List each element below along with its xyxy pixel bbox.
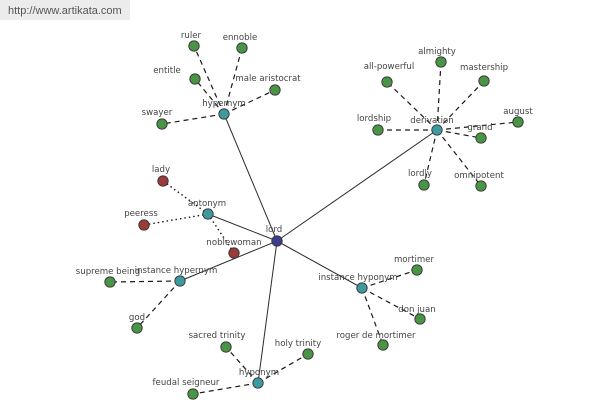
node-lordship[interactable] bbox=[372, 124, 384, 136]
label-holy-trinity: holy trinity bbox=[275, 339, 322, 349]
node-god[interactable] bbox=[131, 322, 143, 334]
node-holy-trinity[interactable] bbox=[302, 348, 314, 360]
edge-derivation-august bbox=[436, 121, 519, 131]
node-mastership[interactable] bbox=[478, 75, 490, 87]
node-relation-derivation[interactable] bbox=[431, 124, 443, 136]
edge-hypernym-ruler bbox=[193, 45, 225, 115]
node-grand[interactable] bbox=[475, 132, 487, 144]
node-don-juan[interactable] bbox=[414, 313, 426, 325]
edge-derivation-mastership bbox=[436, 80, 485, 131]
edge-hypernym-swayer bbox=[161, 113, 225, 125]
node-omnipotent[interactable] bbox=[475, 180, 487, 192]
label-peeress: peeress bbox=[124, 209, 158, 219]
label-august: august bbox=[503, 107, 533, 117]
node-lady[interactable] bbox=[157, 175, 169, 187]
node-male-aristocrat[interactable] bbox=[269, 84, 281, 96]
label-feudal-seigneur: feudal seigneur bbox=[153, 378, 220, 388]
edge-hypernym-entitle bbox=[194, 78, 225, 115]
label-lordship: lordship bbox=[357, 114, 391, 124]
node-noblewoman[interactable] bbox=[228, 247, 240, 259]
label-mastership: mastership bbox=[460, 63, 508, 73]
label-relation-hyponym: hyponym bbox=[239, 368, 279, 378]
label-swayer: swayer bbox=[142, 108, 173, 118]
node-feudal-seigneur[interactable] bbox=[187, 388, 199, 400]
label-sacred-trinity: sacred trinity bbox=[189, 331, 246, 341]
edge-hypernym-ennoble bbox=[223, 47, 243, 115]
label-relation-derivation: derivation bbox=[410, 116, 453, 126]
edge-hypernym-male-aristocrat bbox=[223, 89, 276, 115]
edge-hyponym-feudal-seigneur bbox=[192, 382, 259, 395]
edge-instance-hypernym-supreme-being bbox=[109, 280, 181, 283]
edge-lord-instance-hypernym bbox=[179, 240, 278, 282]
label-lady: lady bbox=[152, 165, 170, 175]
label-supreme-being: supreme being bbox=[76, 267, 140, 277]
node-almighty[interactable] bbox=[435, 56, 447, 68]
node-august[interactable] bbox=[512, 116, 524, 128]
label-mortimer: mortimer bbox=[394, 255, 435, 265]
label-grand: grand bbox=[467, 123, 492, 133]
edge-instance-hyponym-mortimer bbox=[361, 269, 418, 289]
edge-derivation-almighty bbox=[436, 61, 442, 131]
edge-antonym-noblewoman bbox=[207, 213, 235, 254]
node-relation-hypernym[interactable] bbox=[218, 108, 230, 120]
edge-instance-hyponym-roger-de-mortimer bbox=[361, 287, 384, 346]
label-god: god bbox=[129, 313, 145, 323]
edge-hyponym-holy-trinity bbox=[257, 353, 309, 384]
label-relation-antonym: antonym bbox=[188, 199, 226, 209]
node-swayer[interactable] bbox=[156, 118, 168, 130]
edge-lord-antonym bbox=[207, 213, 278, 242]
edge-lord-instance-hyponym bbox=[276, 240, 363, 289]
label-lordly: lordly bbox=[408, 169, 432, 179]
label-ruler: ruler bbox=[181, 31, 202, 41]
edge-lord-derivation bbox=[276, 129, 438, 242]
label-relation-instance-hypernym: instance hypernym bbox=[135, 266, 218, 276]
edge-instance-hyponym-don-juan bbox=[361, 287, 421, 320]
node-all-powerful[interactable] bbox=[381, 76, 393, 88]
node-mortimer[interactable] bbox=[411, 264, 423, 276]
label-ennoble: ennoble bbox=[223, 33, 258, 43]
node-relation-instance-hypernym[interactable] bbox=[174, 275, 186, 287]
label-male-aristocrat: male aristocrat bbox=[235, 74, 301, 84]
label-relation-hypernym: hypernym bbox=[202, 99, 246, 109]
node-relation-instance-hyponym[interactable] bbox=[356, 282, 368, 294]
label-noblewoman: noblewoman bbox=[206, 238, 261, 248]
label-entitle: entitle bbox=[153, 66, 181, 76]
edge-lord-hyponym bbox=[257, 240, 278, 384]
edge-derivation-all-powerful bbox=[386, 81, 438, 131]
edge-derivation-omnipotent bbox=[436, 129, 482, 187]
label-all-powerful: all-powerful bbox=[364, 62, 415, 72]
node-ruler[interactable] bbox=[188, 40, 200, 52]
edge-hyponym-sacred-trinity bbox=[225, 346, 259, 384]
edge-antonym-peeress bbox=[143, 213, 209, 226]
edge-derivation-grand bbox=[436, 129, 482, 139]
node-relation-antonym[interactable] bbox=[202, 208, 214, 220]
node-roger-de-mortimer[interactable] bbox=[377, 339, 389, 351]
node-sacred-trinity[interactable] bbox=[220, 341, 232, 353]
node-peeress[interactable] bbox=[138, 219, 150, 231]
edge-antonym-lady bbox=[162, 180, 209, 215]
edge-derivation-lordly bbox=[423, 129, 438, 186]
edge-lord-hypernym bbox=[223, 113, 278, 242]
node-entitle[interactable] bbox=[189, 73, 201, 85]
edge-instance-hypernym-god bbox=[136, 280, 181, 329]
node-center-lord[interactable] bbox=[271, 235, 283, 247]
site-url[interactable]: http://www.artikata.com bbox=[0, 0, 130, 20]
label-roger-de-mortimer: roger de mortimer bbox=[336, 331, 416, 341]
label-don-juan: don juan bbox=[398, 305, 435, 315]
node-lordly[interactable] bbox=[418, 179, 430, 191]
node-relation-hyponym[interactable] bbox=[252, 377, 264, 389]
label-relation-instance-hyponym: instance hyponym bbox=[318, 273, 397, 283]
label-omnipotent: omnipotent bbox=[454, 171, 504, 181]
node-supreme-being[interactable] bbox=[104, 276, 116, 288]
label-center-lord: lord bbox=[266, 225, 282, 235]
node-ennoble[interactable] bbox=[236, 42, 248, 54]
label-almighty: almighty bbox=[418, 47, 456, 57]
